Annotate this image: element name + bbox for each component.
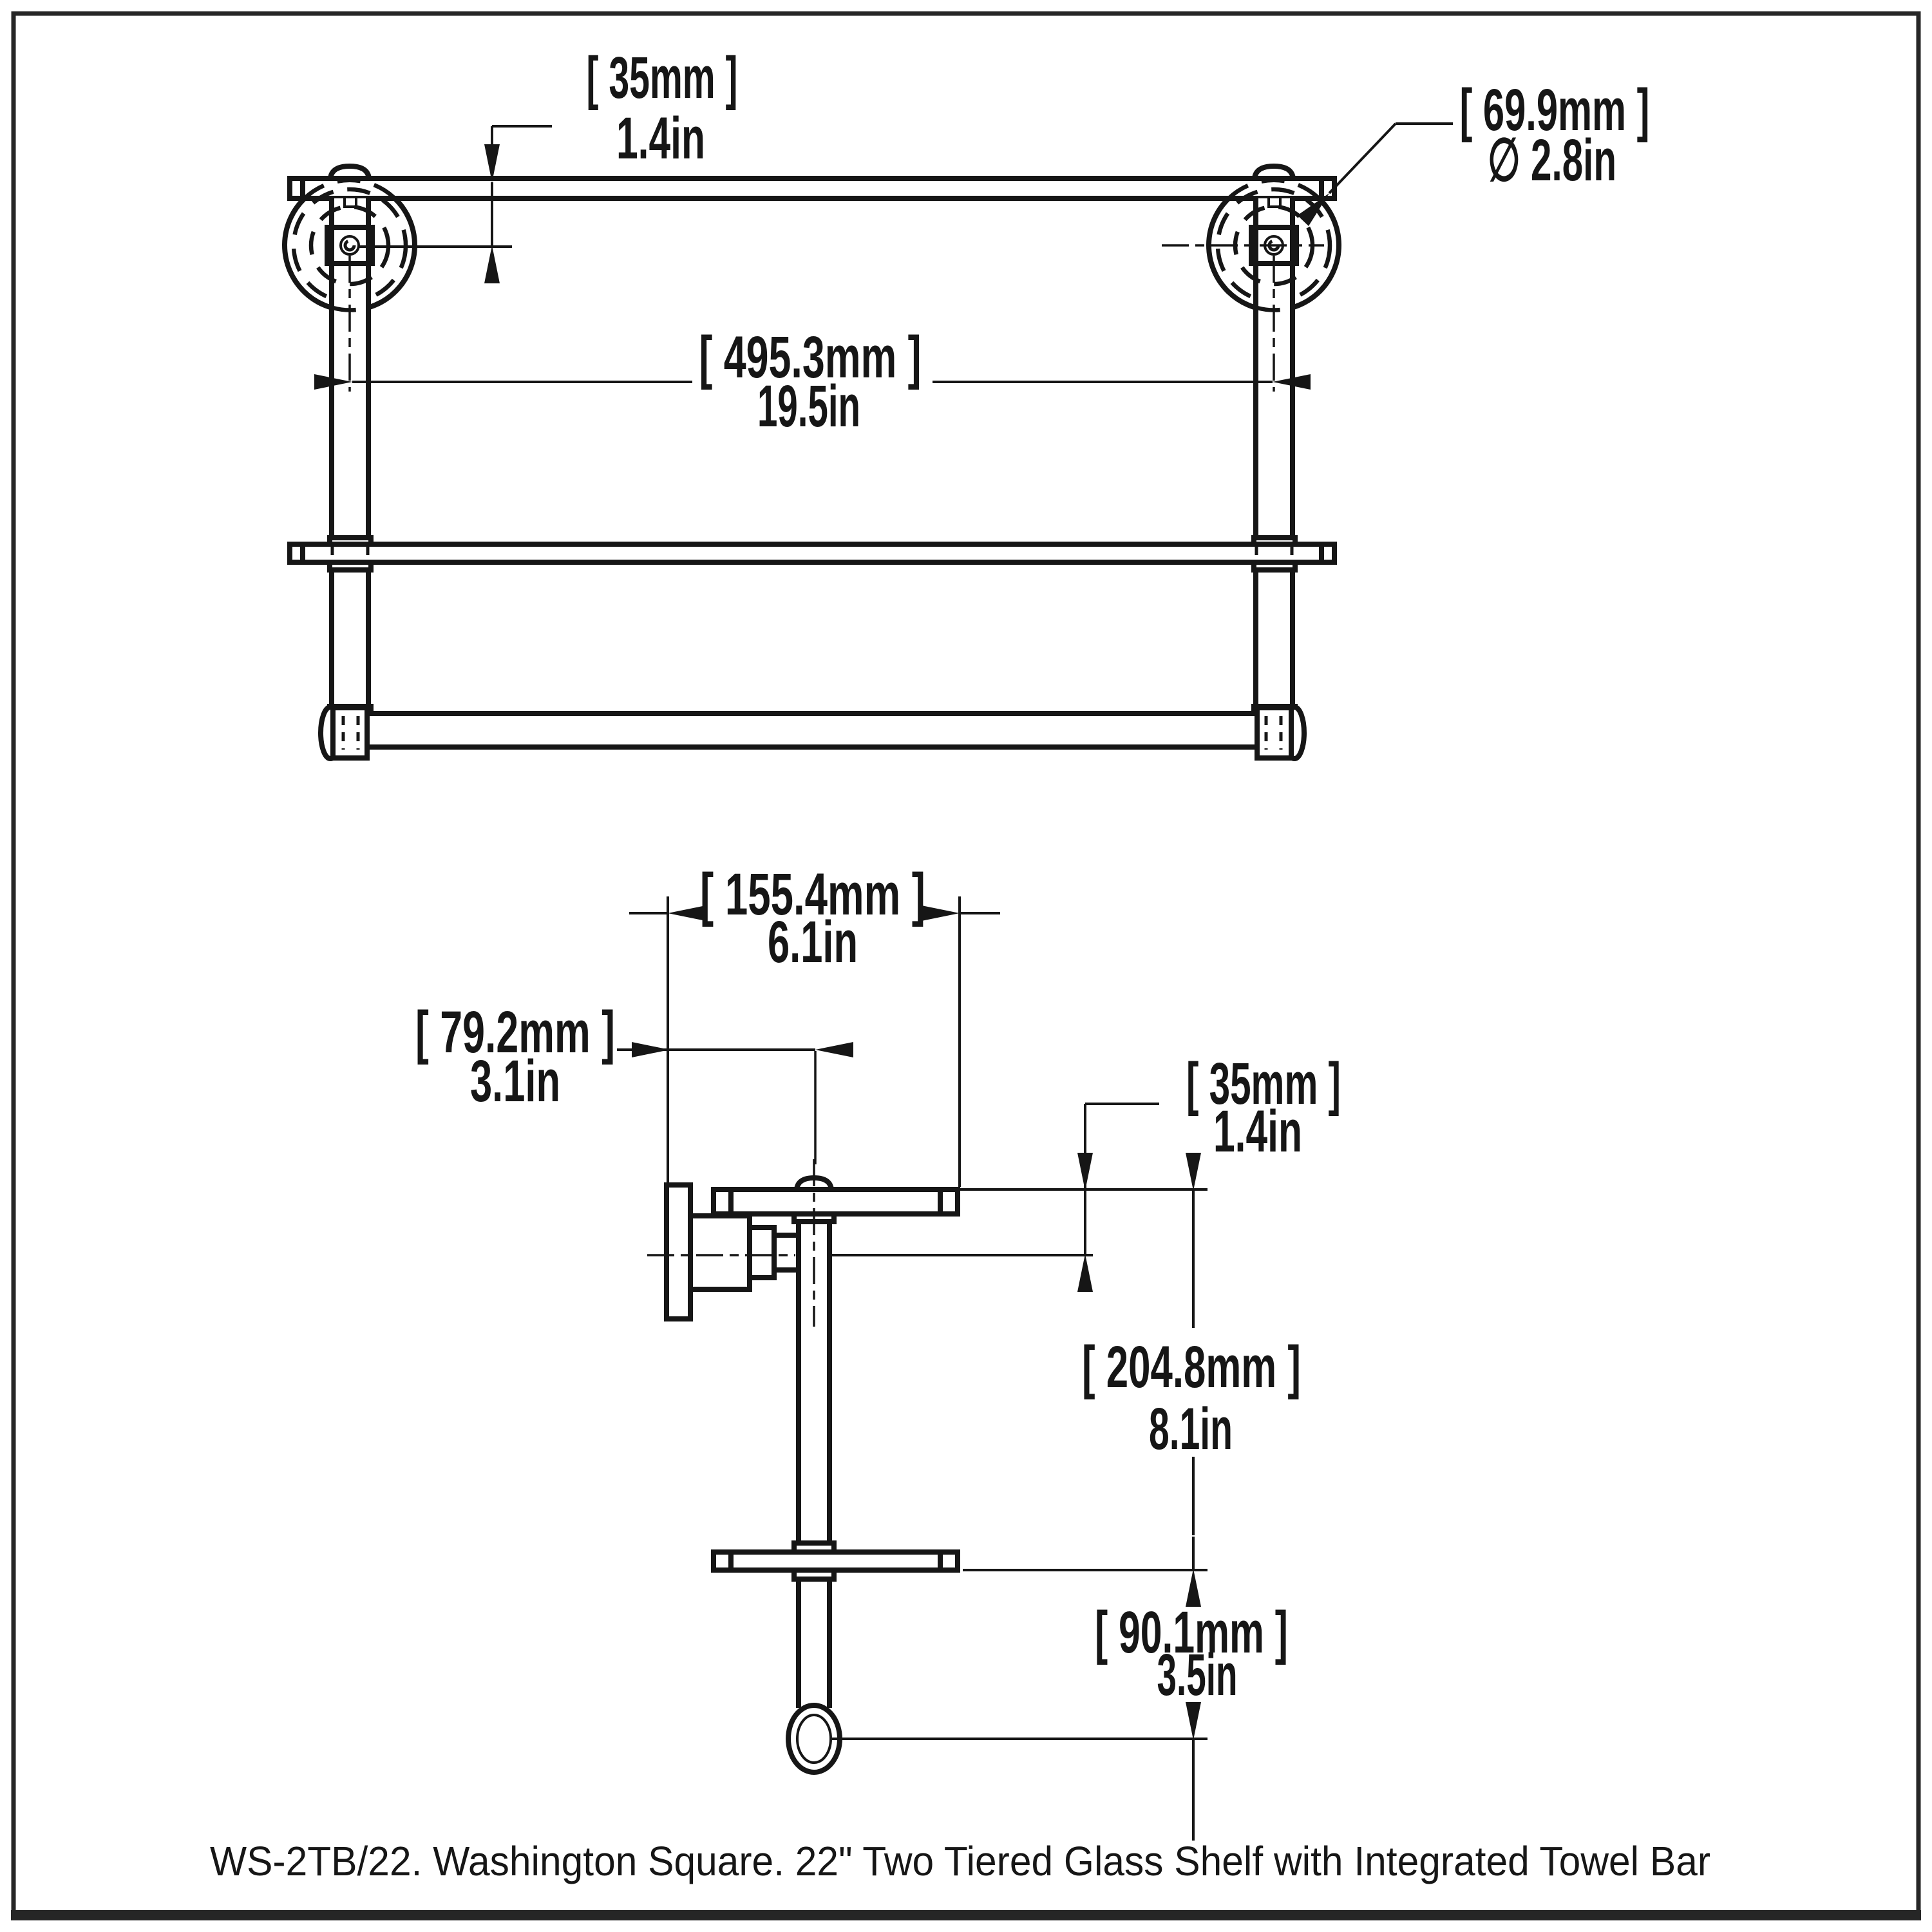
side-towel-bar-section-inner: [796, 1714, 832, 1764]
front-right-collar-lower: [1251, 560, 1298, 573]
front-dim-post-spacing: [ 495.3mm ] 19.5in: [314, 256, 1311, 439]
page-border-bottom-bar: [11, 1910, 1921, 1920]
dim-label-in: 3.5in: [1157, 1642, 1238, 1708]
front-right-screw-tip: [1267, 198, 1282, 208]
product-caption: WS-2TB/22. Washington Square. 22" Two Ti…: [210, 1838, 1710, 1884]
side-mount-joint: [772, 1233, 801, 1273]
dim-label-mm: [ 69.9mm ]: [1460, 77, 1650, 143]
towel-bar-left-cap: [330, 705, 370, 761]
dim-label-in: 6.1in: [768, 909, 858, 975]
side-mount-block: [688, 1213, 752, 1292]
dim-label-mm: [ 79.2mm ]: [415, 999, 615, 1065]
side-lower-shelf: [711, 1549, 960, 1573]
dim-label-in: 1.4in: [616, 106, 705, 171]
side-mount-step: [747, 1225, 777, 1280]
dim-label-in: ∅ 2.8in: [1488, 128, 1616, 193]
front-right-bolt-dome: [1251, 163, 1296, 181]
side-dim-depth: [ 155.4mm ] 6.1in: [629, 862, 1000, 1187]
front-left-screw-tip: [343, 198, 357, 208]
dim-label-in: 19.5in: [757, 374, 860, 439]
side-view: [ 155.4mm ] 6.1in [ 79.2mm ] 3.1in [ 35m…: [415, 862, 1341, 1841]
front-dim-shelf-to-center: [ 35mm ] 1.4in: [359, 45, 738, 283]
dim-label-in: 1.4in: [1213, 1099, 1302, 1164]
front-dim-flange-diameter: [ 69.9mm ] ∅ 2.8in: [1297, 77, 1650, 226]
page-border: [11, 11, 1921, 1916]
dim-label-mm: [ 155.4mm ]: [700, 862, 925, 927]
front-view: [ 35mm ] 1.4in [ 495.3mm ] 19.5in [ 69.9…: [282, 45, 1650, 761]
side-dim-shelf-to-center: [ 35mm ] 1.4in: [832, 1051, 1341, 1292]
towel-bar: [347, 711, 1277, 750]
side-dim-wall-to-post: [ 79.2mm ] 3.1in: [415, 999, 853, 1164]
side-collar-lower: [791, 1567, 837, 1582]
flange-center-mark: [343, 239, 356, 252]
front-left-bolt-dome: [327, 163, 372, 181]
front-middle-shelf: [287, 542, 1337, 565]
dim-label-in: 8.1in: [1149, 1396, 1233, 1462]
dim-label-mm: [ 90.1mm ]: [1095, 1600, 1288, 1665]
dim-label-in: 3.1in: [470, 1048, 560, 1114]
dim-label-mm: [ 204.8mm ]: [1082, 1334, 1301, 1400]
side-top-shelf: [711, 1187, 960, 1217]
side-dim-shelf-to-bar: [ 90.1mm ] 3.5in: [832, 1600, 1288, 1841]
wall-flange-right: [1162, 178, 1341, 538]
dim-label-mm: [ 35mm ]: [1186, 1051, 1341, 1117]
side-wall-plate: [664, 1182, 693, 1321]
dim-label-mm: [ 35mm ]: [587, 45, 738, 111]
front-left-collar-lower: [327, 560, 374, 573]
dim-label-mm: [ 495.3mm ]: [699, 325, 922, 390]
towel-bar-right-cap: [1255, 705, 1294, 761]
side-dim-tier-spacing: [ 204.8mm ] 8.1in: [960, 1153, 1301, 1607]
front-top-shelf: [287, 176, 1337, 201]
